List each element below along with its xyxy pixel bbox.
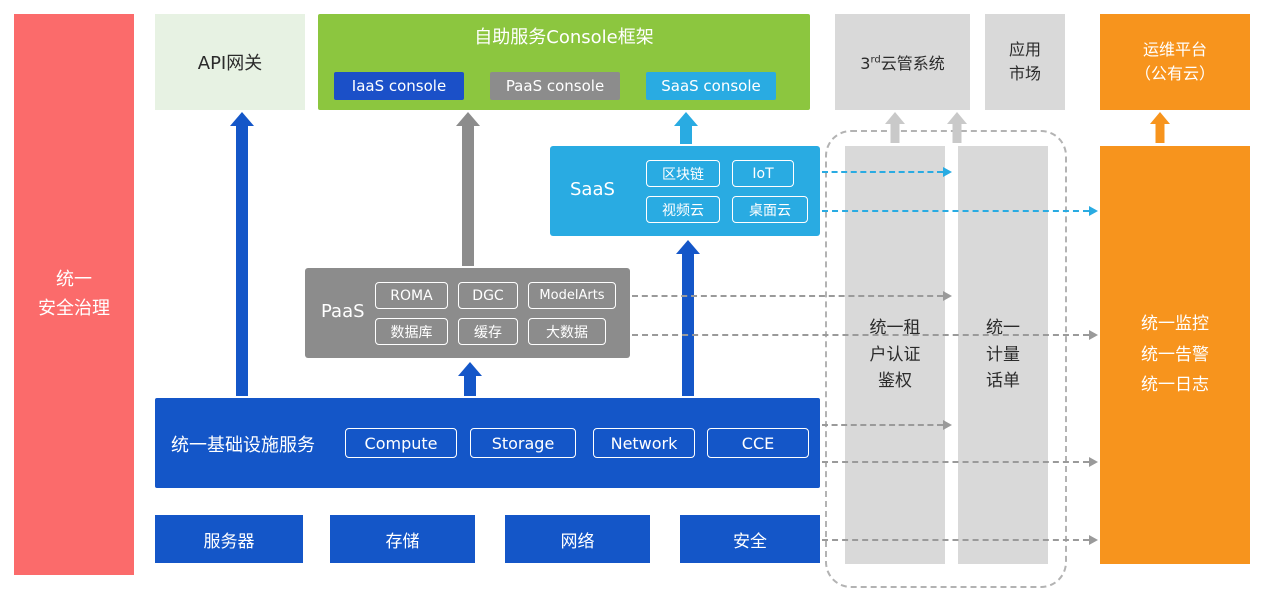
arrow-iaas-to-api-gateway xyxy=(230,112,254,396)
desktop-cloud-chip: 桌面云 xyxy=(732,196,808,223)
iaas-console-button: IaaS console xyxy=(334,72,464,100)
connector-saas-to-monitoring xyxy=(822,206,1098,216)
network-chip: Network xyxy=(593,428,695,458)
security-governance-bar: 统一 安全治理 xyxy=(14,14,134,575)
connector-security-to-monitoring xyxy=(822,535,1098,545)
network-box: 网络 xyxy=(505,515,650,563)
api-gateway-box: API网关 xyxy=(155,14,305,110)
om-platform-box: 运维平台 （公有云） xyxy=(1100,14,1250,110)
connector-iaas-to-monitoring xyxy=(822,457,1098,467)
video-cloud-chip: 视频云 xyxy=(646,196,720,223)
saas-label: SaaS xyxy=(570,179,615,200)
console-framework-box: 自助服务Console框架 IaaS console PaaS console … xyxy=(318,14,810,110)
arrow-monitoring-to-om-platform xyxy=(1150,112,1170,143)
app-market-box: 应用 市场 xyxy=(985,14,1065,110)
cce-chip: CCE xyxy=(707,428,809,458)
connector-saas-to-auth xyxy=(822,167,952,177)
paas-console-button: PaaS console xyxy=(490,72,620,100)
connector-iaas-to-auth xyxy=(822,420,952,430)
arrow-metering-to-third-party xyxy=(947,112,967,143)
dgc-chip: DGC xyxy=(458,282,518,309)
paas-label: PaaS xyxy=(321,301,365,322)
cache-chip: 缓存 xyxy=(458,318,518,345)
storage-chip: Storage xyxy=(470,428,576,458)
iaas-box: 统一基础设施服务 Compute Storage Network CCE xyxy=(155,398,820,488)
paas-box: PaaS ROMA DGC ModelArts 数据库 缓存 大数据 xyxy=(305,268,630,358)
third-party-label: 3rd云管系统 xyxy=(860,54,945,73)
compute-chip: Compute xyxy=(345,428,457,458)
arrow-iaas-to-paas xyxy=(458,362,482,396)
roma-chip: ROMA xyxy=(375,282,448,309)
storage-box: 存储 xyxy=(330,515,475,563)
arrow-iaas-to-saas xyxy=(676,240,700,396)
console-framework-title: 自助服务Console框架 xyxy=(474,27,654,48)
saas-box: SaaS 区块链 IoT 视频云 桌面云 xyxy=(550,146,820,236)
arrow-paas-to-console xyxy=(456,112,480,266)
arrow-saas-to-console xyxy=(674,112,698,144)
blockchain-chip: 区块链 xyxy=(646,160,720,187)
connector-paas-to-monitoring xyxy=(632,330,1098,340)
connector-paas-to-auth xyxy=(632,291,952,301)
third-party-cloud-mgmt-box: 3rd云管系统 xyxy=(835,14,970,110)
monitoring-box: 统一监控 统一告警 统一日志 xyxy=(1100,146,1250,564)
modelarts-chip: ModelArts xyxy=(528,282,616,309)
iaas-label: 统一基础设施服务 xyxy=(171,435,315,456)
tenant-auth-bar: 统一租 户认证 鉴权 xyxy=(845,146,945,564)
database-chip: 数据库 xyxy=(375,318,448,345)
shared-services-outline xyxy=(825,130,1067,588)
metering-bar: 统一 计量 话单 xyxy=(958,146,1048,564)
server-box: 服务器 xyxy=(155,515,303,563)
saas-console-button: SaaS console xyxy=(646,72,776,100)
security-box: 安全 xyxy=(680,515,820,563)
arrow-auth-to-third-party xyxy=(885,112,905,143)
bigdata-chip: 大数据 xyxy=(528,318,606,345)
iot-chip: IoT xyxy=(732,160,794,187)
